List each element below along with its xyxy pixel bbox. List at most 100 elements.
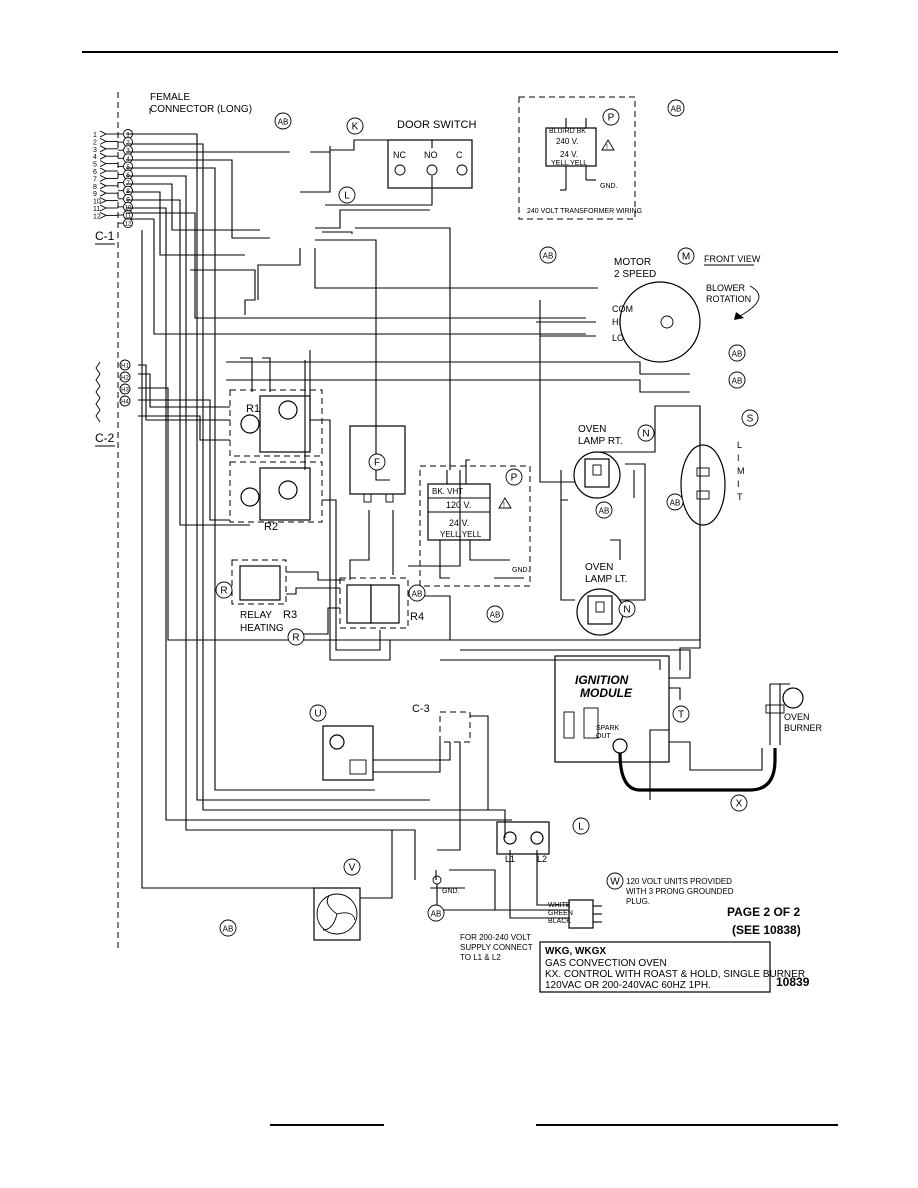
c1-pin-11: 11 [93, 206, 100, 213]
svg-text:R: R [292, 633, 299, 644]
c1-pin-10: 10 [93, 199, 101, 206]
transformer-240-v: 240 V. [556, 137, 578, 146]
page-label: PAGE 2 OF 2 [727, 905, 800, 919]
c2-wire-label-H1: H1 [121, 364, 129, 370]
c1-label: C-1 [95, 229, 115, 243]
callout-u-0: U [309, 704, 327, 722]
l2-label: L2 [537, 854, 547, 864]
callout-m-0: M [677, 247, 695, 265]
relay-r4-label: R4 [410, 611, 424, 623]
c1-pin-5: 5 [93, 162, 97, 169]
svg-text:AB: AB [670, 499, 681, 508]
door-switch-c: C [456, 150, 463, 160]
cooling-fan [313, 887, 361, 941]
c1-pin-9: 9 [93, 191, 97, 198]
callout-ab-10: AB [427, 904, 445, 922]
c1-wire-label-1: 1 [126, 133, 130, 139]
c1-pin-7: 7 [93, 176, 97, 183]
callout-f-0: F [368, 453, 386, 471]
door-switch-no: NO [424, 150, 438, 160]
c1-pin-1: 1 [93, 132, 97, 139]
svg-text:X: X [736, 799, 743, 810]
svg-text:L: L [578, 822, 584, 833]
svg-text:P: P [511, 473, 518, 484]
transformer-240-top-label: BLU/RD BK [549, 128, 586, 135]
callout-k-0: K [346, 117, 364, 135]
c1-wire-label-11: 11 [125, 214, 132, 220]
svg-text:AB: AB [278, 118, 289, 127]
title-line1: WKG, WKGX [545, 946, 606, 957]
svg-text:P: P [608, 113, 615, 124]
c2-wire-label-H3: H3 [121, 388, 129, 394]
callout-ab-0: AB [274, 112, 292, 130]
svg-text:!: ! [503, 502, 505, 509]
callout-ab-6: AB [595, 501, 613, 519]
c1-pin-6: 6 [93, 169, 97, 176]
chassis-gnd-label: GND. [442, 888, 460, 895]
chassis-ground: GND. [430, 875, 465, 895]
c2-wire-H2 [119, 371, 131, 383]
callout-n-1: N [618, 600, 636, 618]
c2-wire-label-H2: H2 [121, 376, 129, 382]
power-plug: WHITE GREEN BLACK 120 VOLT UNITS PROVIDE… [548, 877, 734, 929]
plug-color-green: GREEN [548, 910, 573, 917]
callout-x-0: X [730, 794, 748, 812]
transformer-240-caption: 240 VOLT TRANSFORMER WIRING [527, 208, 642, 215]
c1-pin-4: 4 [93, 154, 97, 161]
callout-p-1: P [505, 468, 523, 486]
c2-label: C-2 [95, 431, 115, 445]
svg-text:AB: AB [671, 105, 682, 114]
transformer-240-inset: BLU/RD BK 240 V. 24 V. YELL.YELL ! GND. … [518, 96, 642, 220]
callout-w-0: W [606, 872, 624, 890]
svg-text:AB: AB [732, 350, 743, 359]
c2-wire-H4 [119, 395, 131, 407]
title-line4: 120VAC OR 200-240VAC 60HZ 1PH. [545, 980, 711, 991]
c2-wire-label-H4: H4 [121, 400, 129, 406]
callout-r-1: R [287, 628, 305, 646]
c1-pin-2: 2 [93, 139, 97, 146]
svg-text:R: R [220, 586, 227, 597]
title-line2: GAS CONVECTION OVEN [545, 958, 667, 969]
svg-text:M: M [682, 252, 690, 263]
title-line3: KX. CONTROL WITH ROAST & HOLD, SINGLE BU… [545, 969, 805, 980]
callout-v-0: V [343, 858, 361, 876]
door-switch: DOOR SWITCH NC NO C [387, 119, 476, 189]
svg-text:AB: AB [732, 377, 743, 386]
svg-text:L: L [344, 191, 350, 202]
callout-l-0: L [338, 186, 356, 204]
c1-pin-3: 3 [93, 147, 97, 154]
svg-text:K: K [352, 122, 359, 133]
switch-u [322, 725, 374, 781]
callout-s-0: S [741, 409, 759, 427]
transformer-120-24v: 24 V. [449, 518, 469, 528]
svg-text:N: N [623, 605, 630, 616]
callout-r-0: R [215, 581, 233, 599]
relay-r2: R2 [229, 461, 323, 533]
svg-text:S: S [747, 414, 754, 425]
motor-lo: LO [612, 333, 624, 343]
front-view-label: FRONT VIEW [704, 254, 761, 264]
transformer-120: BK. VHT 120 V. 24 V. YELL.YELL ! GND. [419, 465, 531, 587]
c2-wire-H1 [119, 359, 131, 371]
callout-t-0: T [672, 705, 690, 723]
callout-ab-9: AB [219, 919, 237, 937]
svg-text:N: N [642, 429, 649, 440]
c2-wire-H3 [119, 383, 131, 395]
connector-c3: C-3 [412, 703, 471, 743]
svg-text:W: W [610, 877, 620, 888]
relay-r1: R1 [229, 389, 323, 457]
